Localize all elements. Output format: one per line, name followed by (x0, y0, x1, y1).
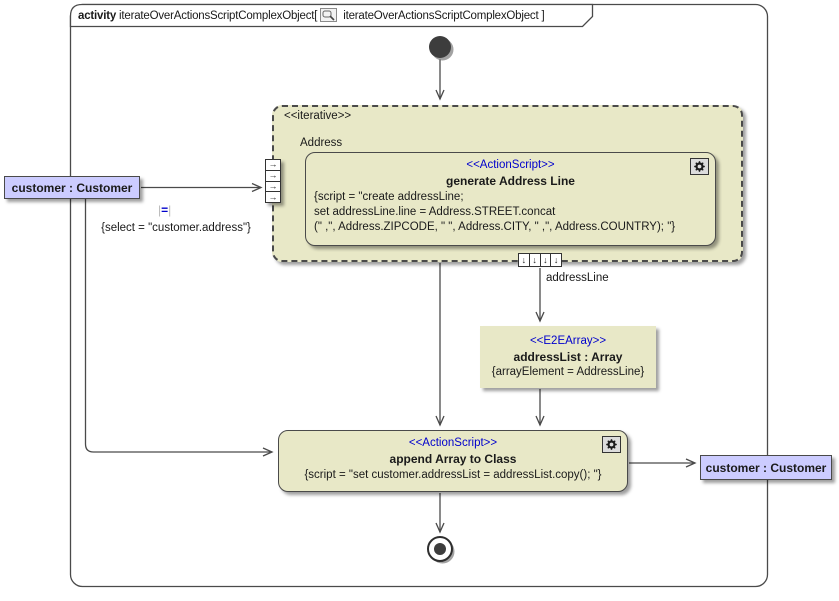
customer-output-object-node[interactable]: customer : Customer (700, 455, 832, 480)
input-expansion-node[interactable]: → → → → (265, 159, 281, 203)
select-constraint-label: {select = "customer.address"} (101, 222, 251, 234)
generate-action-stereotype: <<ActionScript>> (466, 159, 555, 171)
region-input-label: Address (300, 137, 343, 149)
customer-input-label: customer : Customer (11, 180, 133, 195)
initial-node[interactable] (429, 36, 451, 58)
gear-icon (602, 436, 621, 453)
final-node-inner (434, 543, 446, 555)
right-arrow-icon: → (268, 159, 278, 170)
append-action-stereotype: <<ActionScript>> (408, 437, 498, 449)
right-arrow-icon: → (268, 191, 278, 202)
append-action-name: append Array to Class (389, 452, 517, 466)
region-stereotype: <<iterative>> (284, 110, 352, 122)
output-expansion-node[interactable]: ↓ ↓ ↓ ↓ (518, 253, 562, 267)
equals-constraint-icon: |=| (158, 203, 172, 217)
frame-title-close: ] (541, 10, 545, 22)
array-node-name: addressList : Array (513, 350, 623, 364)
array-node-stereotype: <<E2EArray>> (529, 335, 607, 347)
down-arrow-icon: ↓ (553, 254, 559, 265)
edge-customer-to-append (84, 199, 274, 457)
addressline-pin-label: addressLine (546, 272, 609, 284)
frame-title: activity iterateOverActionsScriptComplex… (78, 8, 545, 24)
diagram-frame (69, 3, 769, 588)
addresslist-array-object-node[interactable]: <<E2EArray>> addressList : Array {arrayE… (480, 326, 656, 388)
append-array-to-class-action[interactable]: <<ActionScript>> append Array to Class {… (278, 430, 628, 492)
down-arrow-icon: ↓ (543, 254, 548, 265)
down-arrow-icon: ↓ (532, 254, 537, 265)
generate-address-line-action[interactable]: <<ActionScript>> generate Address Line {… (305, 152, 716, 246)
generate-action-script-line: {script = "create addressLine; (314, 191, 464, 203)
customer-input-object-node[interactable]: customer : Customer (4, 176, 140, 199)
gear-icon (690, 158, 709, 175)
generate-action-name: generate Address Line (446, 174, 575, 188)
down-arrow-icon: ↓ (521, 254, 527, 265)
generate-action-script-line: (" ,", Address.ZIPCODE, " ", Address.CIT… (314, 221, 676, 233)
frame-title-ref: iterateOverActionsScriptComplexObject (343, 10, 539, 22)
activity-diagram-icon (320, 8, 338, 22)
customer-output-label: customer : Customer (705, 460, 827, 475)
array-node-constraint: {arrayElement = AddressLine} (491, 366, 645, 378)
right-arrow-icon: → (268, 170, 278, 181)
frame-title-keyword: activity (78, 10, 117, 22)
append-action-script: {script = "set customer.addressList = ad… (304, 469, 602, 481)
right-arrow-icon: → (268, 180, 278, 191)
frame-title-name: iterateOverActionsScriptComplexObject[ (119, 10, 318, 22)
generate-action-script-line: set addressLine.line = Address.STREET.co… (314, 206, 556, 218)
